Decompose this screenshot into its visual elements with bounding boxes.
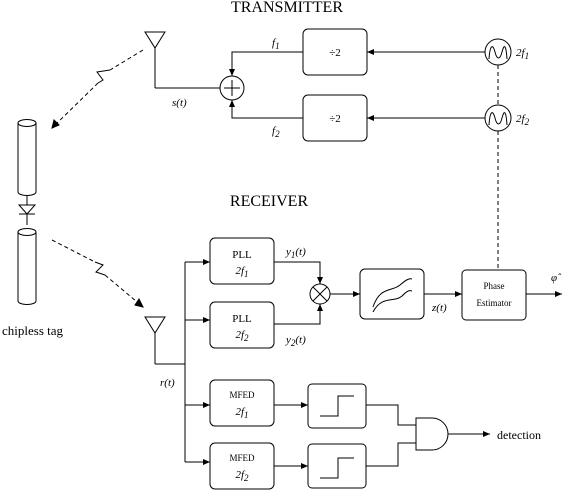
phase-estimator-line2: Estimator (477, 298, 512, 308)
sine-wave-icon (488, 46, 508, 60)
transmitter-title: TRANSMITTER (231, 0, 343, 16)
pll-block-2 (209, 301, 275, 349)
step-icon (320, 457, 354, 479)
oscillator-1 (484, 38, 512, 66)
tx-antenna-icon (144, 31, 220, 89)
f1-label: f1 (272, 37, 280, 51)
pll2-title: PLL (232, 313, 252, 325)
phase-estimator-line1: Phase (484, 281, 505, 291)
and-gate (415, 417, 449, 451)
osc1-freq-label: 2f1 (516, 47, 529, 61)
comparator-block-1 (307, 383, 367, 429)
receiver-title: RECEIVER (230, 193, 309, 210)
phase-estimator-block (461, 269, 527, 321)
mfed2-title: MFED (229, 453, 255, 463)
osc2-freq-label: 2f2 (516, 113, 530, 127)
step-icon (320, 395, 354, 417)
rt-label: r(t) (160, 377, 175, 389)
oscillator-2 (484, 104, 512, 132)
mfed-block-2 (209, 442, 275, 490)
mfed2-freq: 2f2 (235, 469, 249, 483)
detection-label: detection (497, 428, 541, 442)
lowpass-filter-block (359, 268, 425, 320)
divider-label: ÷2 (329, 113, 341, 125)
chipless-tag-icon (17, 119, 37, 305)
pll1-title: PLL (232, 249, 252, 261)
sine-wave-icon (488, 112, 508, 126)
pll2-freq: 2f2 (235, 329, 249, 343)
mfed1-title: MFED (229, 390, 255, 400)
mfed-block-1 (209, 379, 275, 427)
f2-label: f2 (272, 125, 280, 139)
st-label: s(t) (172, 97, 187, 109)
rx-antenna-icon (144, 316, 185, 365)
pll1-freq: 2f1 (235, 265, 248, 279)
phi-hat-label: φ̂ (551, 272, 562, 284)
divider-label: ÷2 (329, 47, 341, 59)
zt-label: z(t) (431, 302, 447, 314)
filter-response-icon (372, 278, 413, 308)
pll-block-1 (209, 237, 275, 285)
mfed1-freq: 2f1 (235, 406, 248, 420)
y2-label: y2(t) (285, 334, 306, 348)
tag-label: chipless tag (2, 323, 64, 338)
y1-label: y1(t) (285, 246, 306, 260)
comparator-block-2 (307, 443, 367, 489)
